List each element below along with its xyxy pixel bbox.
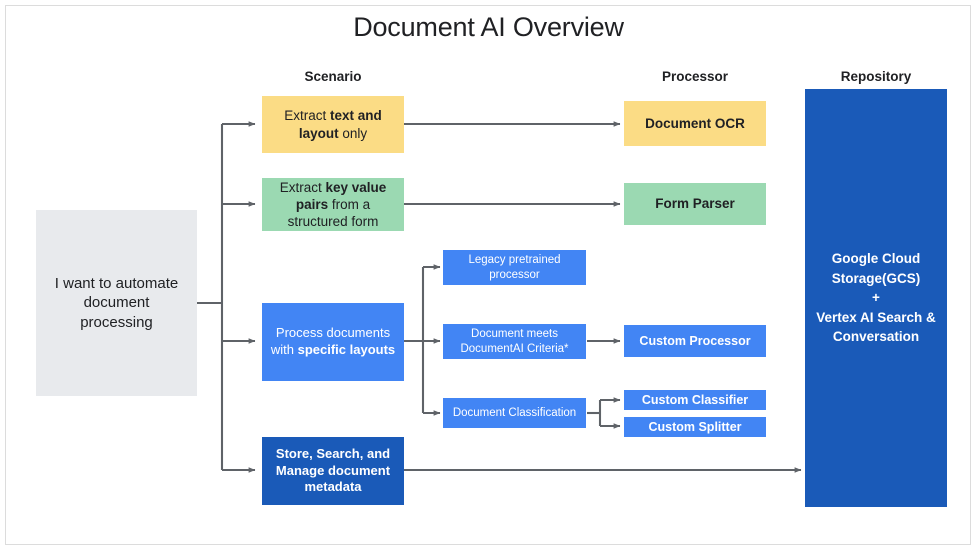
- node-repository-label: Google Cloud Storage(GCS) + Vertex AI Se…: [816, 251, 936, 345]
- node-scenario-key-value-pairs-label: Extract key value pairs from a structure…: [279, 179, 387, 230]
- node-documentai-criteria-label: Document meets DocumentAI Criteria*: [460, 327, 569, 355]
- node-custom-classifier-label: Custom Classifier: [641, 393, 749, 407]
- node-scenario-store-search-manage[interactable]: Store, Search, and Manage document metad…: [262, 437, 404, 505]
- node-form-parser-label: Form Parser: [655, 196, 735, 212]
- node-documentai-criteria[interactable]: Document meets DocumentAI Criteria*: [443, 324, 586, 359]
- node-form-parser[interactable]: Form Parser: [624, 183, 766, 225]
- node-input-goal-label: I want to automate document processing: [54, 275, 179, 331]
- column-header-repository: Repository: [840, 69, 912, 84]
- page-title: Document AI Overview: [353, 12, 624, 42]
- column-header-processor: Processor: [661, 69, 729, 84]
- node-scenario-key-value-pairs[interactable]: Extract key value pairs from a structure…: [262, 178, 404, 231]
- column-header-scenario: Scenario: [304, 69, 362, 84]
- node-scenario-text-and-layout[interactable]: Extract text and layout only: [262, 96, 404, 153]
- node-custom-processor[interactable]: Custom Processor: [624, 325, 766, 357]
- node-legacy-pretrained-processor[interactable]: Legacy pretrained processor: [443, 250, 586, 285]
- node-document-classification[interactable]: Document Classification: [443, 398, 586, 428]
- node-custom-splitter[interactable]: Custom Splitter: [624, 417, 766, 437]
- node-document-ocr[interactable]: Document OCR: [624, 101, 766, 146]
- node-custom-splitter-label: Custom Splitter: [648, 420, 742, 434]
- node-scenario-specific-layouts-label: Process documents with specific layouts: [270, 325, 396, 357]
- node-input-goal[interactable]: I want to automate document processing: [36, 210, 197, 396]
- node-scenario-specific-layouts[interactable]: Process documents with specific layouts: [262, 303, 404, 381]
- node-custom-processor-label: Custom Processor: [639, 334, 751, 348]
- node-custom-classifier[interactable]: Custom Classifier: [624, 390, 766, 410]
- node-legacy-pretrained-processor-label: Legacy pretrained processor: [468, 253, 561, 281]
- node-document-classification-label: Document Classification: [452, 406, 577, 419]
- node-repository[interactable]: Google Cloud Storage(GCS) + Vertex AI Se…: [805, 89, 947, 507]
- slide-frame: [5, 5, 971, 545]
- node-document-ocr-label: Document OCR: [645, 115, 745, 131]
- node-scenario-store-search-manage-label: Store, Search, and Manage document metad…: [275, 446, 391, 495]
- node-scenario-text-and-layout-label: Extract text and layout only: [284, 108, 382, 141]
